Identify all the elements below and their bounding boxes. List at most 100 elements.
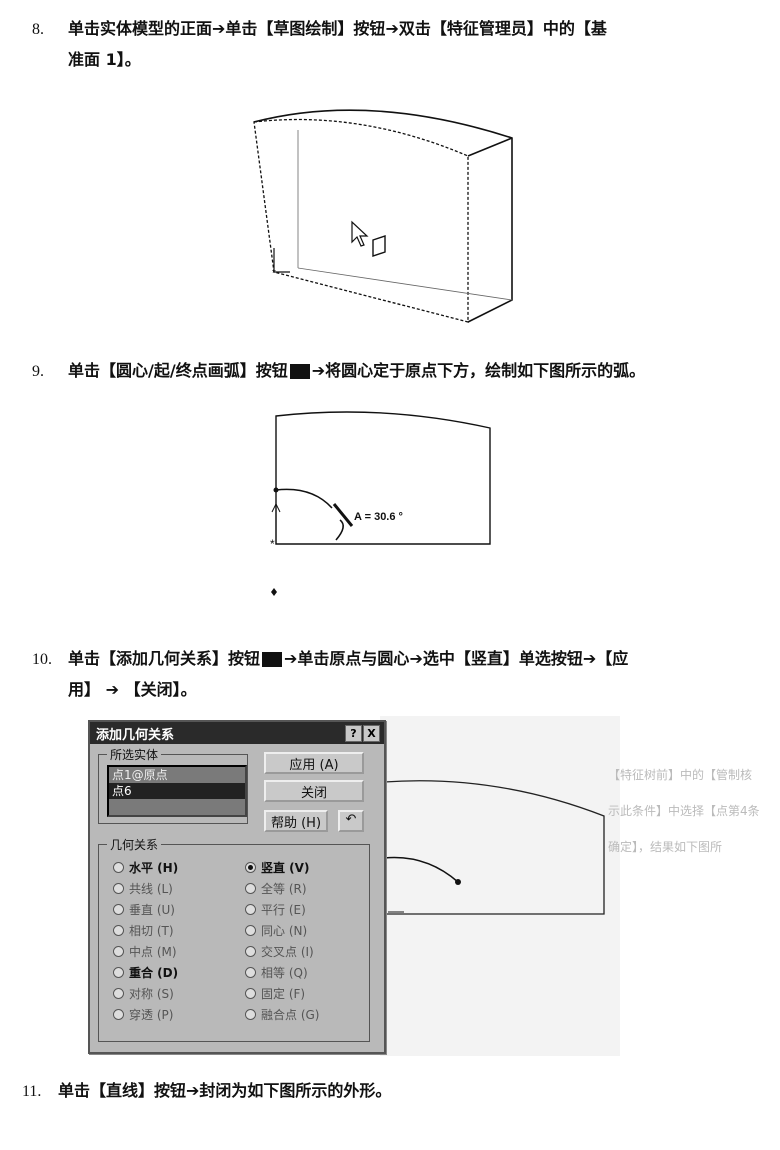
relation-radio[interactable]: 平行 (E) <box>245 901 306 918</box>
radio-icon[interactable] <box>245 946 256 957</box>
relation-radio[interactable]: 中点 (M) <box>113 943 177 960</box>
step-text-line2: 用】 ➔ 【关闭】。 <box>68 680 197 699</box>
arrow-icon: ➔ <box>582 649 597 668</box>
step-text: 单击【添加几何关系】按钮 <box>68 649 261 668</box>
radio-icon[interactable] <box>113 1009 124 1020</box>
relation-radio[interactable]: 相切 (T) <box>113 922 174 939</box>
arrow-icon: ➔ <box>212 19 226 38</box>
step-number: 11. <box>22 1083 42 1100</box>
radio-icon[interactable] <box>245 925 256 936</box>
arrow-icon: ➔ <box>105 680 119 699</box>
svg-text:*: * <box>272 268 276 279</box>
relation-radio[interactable]: 融合点 (G) <box>245 1006 319 1023</box>
step-number: 8. <box>32 21 44 38</box>
group-label: 几何关系 <box>107 836 162 853</box>
close-button[interactable]: 关闭 <box>264 780 364 802</box>
sketch-plane-icon <box>372 235 386 257</box>
step-text: 单击【直线】按钮 <box>58 1081 187 1100</box>
figure-3d-box: * <box>253 109 513 323</box>
relations-group: 几何关系 水平 (H) 共线 (L) 垂直 (U) 相切 (T) 中点 (M) 重合 (D… <box>98 836 370 1042</box>
radio-icon[interactable] <box>113 946 124 957</box>
radio-icon[interactable] <box>245 1009 256 1020</box>
radio-icon[interactable] <box>245 904 256 915</box>
relation-label: 全等 (R) <box>261 882 307 896</box>
step-text-line2: 准面 1】。 <box>68 50 141 69</box>
step-8: 8.单击实体模型的正面➔单击【草图绘制】按钮➔双击【特征管理员】中的【基 准面 … <box>32 14 752 75</box>
step-text: 单击【圆心/起/终点画弧】按钮 <box>68 361 288 380</box>
group-label: 所选实体 <box>107 746 162 763</box>
relation-radio[interactable]: 重合 (D) <box>113 964 178 981</box>
radio-icon[interactable] <box>113 988 124 999</box>
relation-label: 相等 (Q) <box>261 966 308 980</box>
relation-label: 融合点 (G) <box>261 1008 320 1022</box>
relation-radio[interactable]: 水平 (H) <box>113 859 178 876</box>
step-number: 10. <box>32 651 52 668</box>
radio-icon[interactable] <box>113 883 124 894</box>
help-icon[interactable]: ? <box>345 725 362 742</box>
close-icon[interactable]: X <box>363 725 380 742</box>
step-text: 单击【草图绘制】按钮 <box>225 19 386 38</box>
list-item[interactable]: 点6 <box>109 783 245 799</box>
relation-radio[interactable]: 竖直 (V) <box>245 859 309 876</box>
relation-radio[interactable]: 共线 (L) <box>113 880 173 897</box>
relation-radio[interactable]: 同心 (N) <box>245 922 307 939</box>
relation-label: 共线 (L) <box>129 882 173 896</box>
step-11: 11. 单击【直线】按钮➔封闭为如下图所示的外形。 <box>22 1076 742 1107</box>
ghost-text: 确定】，结果如下图所 <box>608 840 723 854</box>
selected-entities-list[interactable]: 点1@原点 点6 <box>107 765 247 817</box>
step-text: 双击【特征管理员】中的【基 <box>398 19 607 38</box>
radio-icon[interactable] <box>245 862 256 873</box>
list-item[interactable]: 点1@原点 <box>112 768 168 782</box>
radio-icon[interactable] <box>245 967 256 978</box>
relation-radio[interactable]: 垂直 (U) <box>113 901 175 918</box>
relation-radio[interactable]: 全等 (R) <box>245 880 307 897</box>
relation-label: 重合 (D) <box>129 966 179 980</box>
arrow-icon: ➔ <box>311 361 326 380</box>
step-text: 单击原点与圆心 <box>297 649 410 668</box>
step-number: 9. <box>32 363 44 380</box>
relation-label: 垂直 (U) <box>129 903 175 917</box>
radio-icon[interactable] <box>113 967 124 978</box>
arrow-icon: ➔ <box>385 19 399 38</box>
relation-label: 中点 (M) <box>129 945 177 959</box>
ghost-text: 示此条件】中选择【点第4条 <box>608 804 760 818</box>
relation-label: 平行 (E) <box>261 903 306 917</box>
relation-label: 穿透 (P) <box>129 1008 174 1022</box>
selected-entities-group: 所选实体 点1@原点 点6 <box>98 746 248 824</box>
step-text: 选中【竖直】单选按钮 <box>422 649 583 668</box>
relation-label: 水平 (H) <box>129 861 179 875</box>
radio-icon[interactable] <box>113 862 124 873</box>
relation-label: 对称 (S) <box>129 987 174 1001</box>
arrow-icon: ➔ <box>284 649 298 668</box>
arc-tool-icon <box>289 364 310 379</box>
radio-icon[interactable] <box>245 883 256 894</box>
dialog-title: 添加几何关系 <box>96 727 175 743</box>
undo-button[interactable]: ↶ <box>338 810 364 832</box>
add-relation-dialog[interactable]: 添加几何关系 ? X 所选实体 点1@原点 点6 应用 (A) 关闭 帮助 (H… <box>88 720 386 1054</box>
figure-arc-sketch: * A = 30.6 ° <box>270 411 491 596</box>
angle-dimension: A = 30.6 ° <box>354 511 403 523</box>
step-text: 单击实体模型的正面 <box>68 19 213 38</box>
relation-radio[interactable]: 对称 (S) <box>113 985 174 1002</box>
step-10: 10.单击【添加几何关系】按钮➔单击原点与圆心➔选中【竖直】单选按钮➔【应 用】… <box>32 644 752 705</box>
ghost-text: 【特征树前】中的【管制核 <box>608 768 753 782</box>
arrow-icon: ➔ <box>409 649 423 668</box>
apply-button[interactable]: 应用 (A) <box>264 752 364 774</box>
relation-radio[interactable]: 交叉点 (I) <box>245 943 314 960</box>
radio-icon[interactable] <box>113 925 124 936</box>
radio-icon[interactable] <box>113 904 124 915</box>
step-text: 封闭为如下图所示的外形。 <box>199 1081 392 1100</box>
relation-radio[interactable]: 固定 (F) <box>245 985 305 1002</box>
relation-radio[interactable]: 相等 (Q) <box>245 964 308 981</box>
dialog-titlebar[interactable]: 添加几何关系 ? X <box>90 722 384 744</box>
step-text: 【应 <box>596 649 629 668</box>
relation-label: 同心 (N) <box>261 924 308 938</box>
relation-radio[interactable]: 穿透 (P) <box>113 1006 173 1023</box>
arrow-icon: ➔ <box>186 1081 200 1100</box>
step-9: 9.单击【圆心/起/终点画弧】按钮➔将圆心定于原点下方，绘制如下图所示的弧。 <box>32 356 752 387</box>
relation-label: 交叉点 (I) <box>261 945 314 959</box>
relation-label: 竖直 (V) <box>261 861 310 875</box>
relation-label: 相切 (T) <box>129 924 174 938</box>
help-button[interactable]: 帮助 (H) <box>264 810 328 832</box>
radio-icon[interactable] <box>245 988 256 999</box>
